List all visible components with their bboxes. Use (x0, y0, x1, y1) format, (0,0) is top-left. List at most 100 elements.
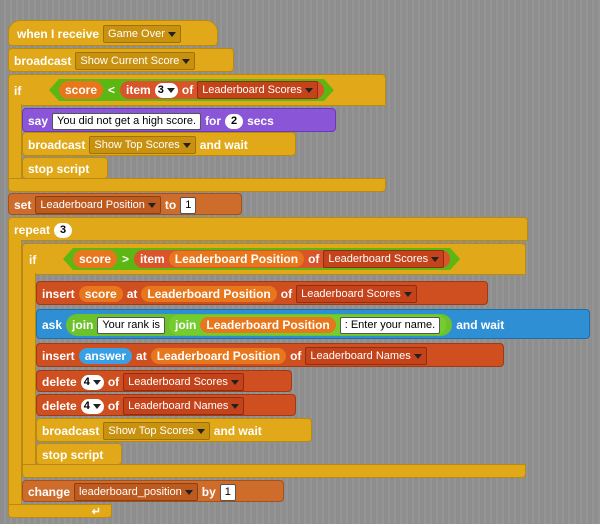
change-label: change (28, 485, 71, 499)
list-dropdown[interactable]: Leaderboard Scores (296, 285, 417, 303)
delete-index-value: 4 (83, 400, 90, 412)
insert-label: insert (42, 287, 75, 301)
greater-than-symbol: > (122, 252, 130, 266)
and-wait-label: and wait (213, 424, 262, 438)
repeat-block-top[interactable]: repeat 3 (8, 217, 528, 241)
list-value: Leaderboard Scores (202, 84, 302, 96)
position-reporter[interactable]: Leaderboard Position (141, 286, 277, 302)
when-i-receive-hat-block[interactable]: when I receive Game Over (8, 20, 218, 46)
list-value: Leaderboard Names (128, 400, 229, 412)
broadcast-message-dropdown[interactable]: Show Top Scores (103, 422, 210, 440)
dropdown-arrow-icon (230, 379, 239, 385)
delete-of-list-block[interactable]: delete 4 of Leaderboard Scores (36, 370, 292, 392)
item-of-list-reporter[interactable]: item 3 of Leaderboard Scores (120, 81, 324, 99)
and-wait-label: and wait (456, 318, 505, 332)
when-i-receive-label: when I receive (17, 27, 100, 41)
item-label: item (140, 252, 165, 266)
less-than-symbol: < (108, 83, 116, 97)
nested-join-reporter[interactable]: join Leaderboard Position : Enter your n… (169, 315, 447, 335)
variable-dropdown[interactable]: leaderboard_position (74, 483, 198, 501)
if-block-bottom (8, 178, 386, 192)
delete-index-value: 4 (83, 376, 90, 388)
and-wait-label: and wait (199, 138, 248, 152)
dropdown-arrow-icon (231, 403, 240, 409)
secs-input[interactable]: 2 (225, 113, 244, 129)
list-dropdown[interactable]: Leaderboard Scores (197, 81, 318, 99)
delete-label: delete (42, 399, 77, 413)
change-value-input[interactable]: 1 (219, 483, 236, 501)
insert-at-list-block[interactable]: insert score at Leaderboard Position of … (36, 281, 488, 305)
broadcast-label: broadcast (14, 54, 72, 68)
stop-script-block[interactable]: stop script (22, 157, 108, 179)
by-label: by (201, 485, 216, 499)
list-dropdown[interactable]: Leaderboard Scores (123, 373, 244, 391)
join-text-input[interactable]: : Enter your name. (339, 316, 441, 334)
dropdown-arrow-icon (92, 379, 101, 385)
repeat-label: repeat (14, 223, 51, 237)
broadcast-and-wait-block[interactable]: broadcast Show Top Scores and wait (22, 132, 296, 156)
stop-script-label: stop script (28, 162, 90, 176)
stop-script-label: stop script (42, 448, 104, 462)
of-label: of (107, 375, 120, 389)
delete-index-input[interactable]: 4 (80, 374, 104, 390)
score-reporter[interactable]: score (78, 286, 123, 302)
say-text-input[interactable]: You did not get a high score. (52, 112, 202, 130)
if-block-top[interactable]: if score > item Leaderboard Position of … (22, 243, 526, 275)
broadcast-message-value: Show Top Scores (94, 139, 180, 151)
dropdown-arrow-icon (431, 257, 439, 262)
join-label: join (175, 318, 197, 332)
ask-and-wait-block[interactable]: ask join Your rank is join Leaderboard P… (36, 309, 590, 339)
broadcast-and-wait-block[interactable]: broadcast Show Top Scores and wait (36, 418, 312, 442)
at-label: at (136, 349, 147, 363)
score-reporter[interactable]: score (59, 81, 103, 99)
for-label: for (205, 114, 222, 128)
item-number-input[interactable]: 3 (155, 83, 178, 98)
position-reporter[interactable]: Leaderboard Position (150, 348, 287, 364)
delete-index-input[interactable]: 4 (80, 398, 104, 414)
join-text-input[interactable]: Your rank is (97, 316, 166, 334)
if-block-arm (8, 104, 22, 180)
position-reporter[interactable]: Leaderboard Position (200, 317, 336, 333)
position-reporter[interactable]: Leaderboard Position (169, 251, 304, 267)
dropdown-arrow-icon (413, 353, 422, 359)
if-label: if (14, 84, 22, 98)
if-block-bottom (22, 464, 526, 478)
dropdown-arrow-icon (167, 88, 175, 93)
less-than-operator[interactable]: score < item 3 of Leaderboard Scores (49, 79, 334, 101)
set-variable-block[interactable]: set Leaderboard Position to 1 (8, 193, 242, 215)
change-variable-block[interactable]: change leaderboard_position by 1 (22, 480, 284, 502)
variable-dropdown[interactable]: Leaderboard Position (35, 196, 161, 214)
broadcast-message-dropdown[interactable]: Show Top Scores (89, 136, 196, 154)
dropdown-arrow-icon (403, 291, 412, 297)
say-for-secs-block[interactable]: say You did not get a high score. for 2 … (22, 108, 336, 132)
dropdown-arrow-icon (182, 58, 191, 64)
dropdown-arrow-icon (184, 489, 193, 495)
repeat-count-input[interactable]: 3 (54, 222, 73, 238)
list-dropdown[interactable]: Leaderboard Names (123, 397, 245, 415)
greater-than-operator[interactable]: score > item Leaderboard Position of Lea… (63, 248, 460, 270)
item-of-list-reporter[interactable]: item Leaderboard Position of Leaderboard… (134, 250, 450, 268)
broadcast-message-dropdown[interactable]: Show Current Score (75, 52, 196, 70)
if-block-arm (22, 273, 36, 465)
ask-label: ask (42, 318, 63, 332)
answer-reporter[interactable]: answer (78, 348, 133, 364)
set-value-input[interactable]: 1 (180, 196, 197, 214)
insert-at-list-block[interactable]: insert answer at Leaderboard Position of… (36, 343, 504, 367)
message-dropdown[interactable]: Game Over (103, 25, 181, 43)
insert-label: insert (42, 349, 75, 363)
join-reporter[interactable]: join Your rank is join Leaderboard Posit… (66, 314, 453, 336)
list-dropdown[interactable]: Leaderboard Names (305, 347, 427, 365)
dropdown-arrow-icon (147, 202, 156, 208)
list-dropdown[interactable]: Leaderboard Scores (323, 250, 444, 268)
list-value: Leaderboard Names (310, 350, 411, 362)
delete-of-list-block[interactable]: delete 4 of Leaderboard Names (36, 394, 296, 416)
loop-arrow-icon: ↵ (91, 506, 101, 518)
score-reporter[interactable]: score (73, 250, 117, 268)
broadcast-message-value: Show Current Score (80, 55, 180, 67)
dropdown-arrow-icon (92, 403, 101, 409)
repeat-block-arm (8, 240, 22, 510)
if-block-top[interactable]: if score < item 3 of Leaderboard Scores (8, 74, 386, 106)
delete-label: delete (42, 375, 77, 389)
broadcast-block[interactable]: broadcast Show Current Score (8, 48, 234, 72)
stop-script-block[interactable]: stop script (36, 443, 122, 465)
